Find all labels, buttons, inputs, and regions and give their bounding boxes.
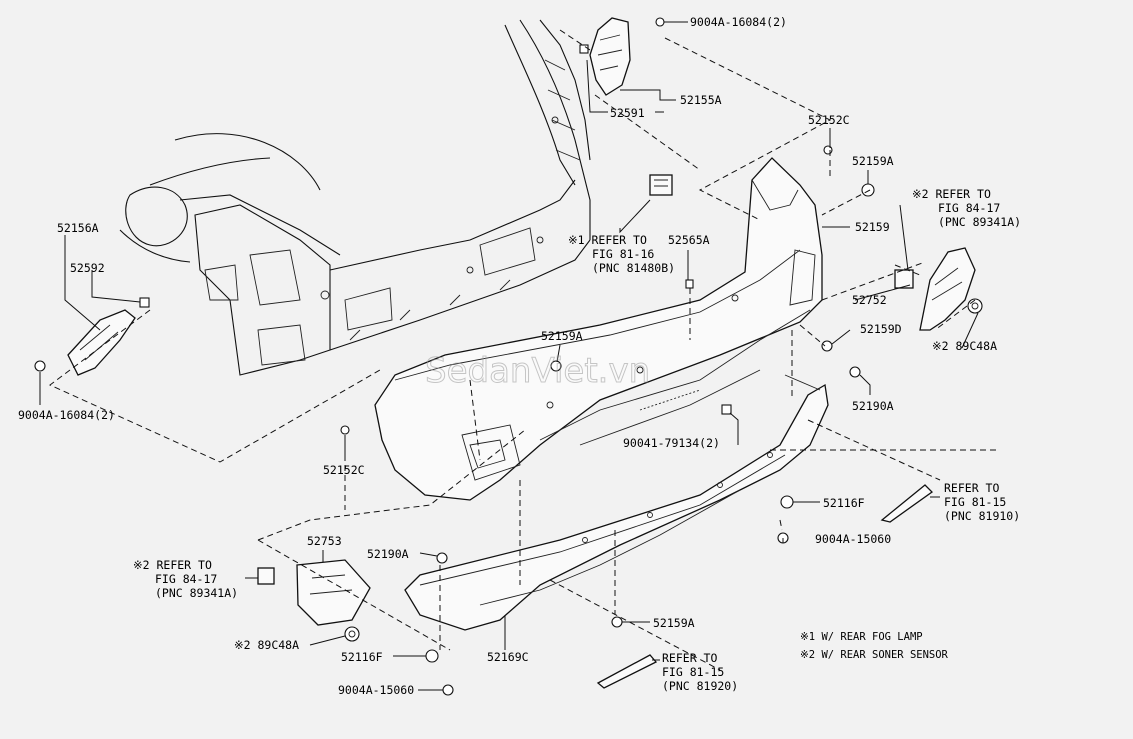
grommet-89c48a-left <box>344 626 360 642</box>
label-52752: 52752 <box>852 293 887 307</box>
sensor-bracket-52752 <box>919 247 976 331</box>
notes: ※1 W/ REAR FOG LAMP ※2 W/ REAR SONER SEN… <box>800 631 949 661</box>
label-52159a-mid: 52159A <box>541 329 583 343</box>
label-52159a-bottom: 52159A <box>653 616 695 630</box>
reflector-bottom <box>596 654 658 689</box>
label-52152c-mid: 52152C <box>323 463 365 477</box>
watermark: SedanViet.vn <box>425 351 650 391</box>
label-52159a-top: 52159A <box>852 154 894 168</box>
label-9004a-15060-left: 9004A-15060 <box>338 683 414 697</box>
label-ref81-15r-line1: REFER TO <box>944 481 999 495</box>
label-52159d: 52159D <box>860 322 902 336</box>
label-ref81-15b-line3: (PNC 81920) <box>662 679 738 693</box>
label-52159: 52159 <box>855 220 890 234</box>
label-ref2r-line1: ※2 REFER TO <box>912 187 991 201</box>
clip-52190a-left <box>436 552 448 564</box>
clip-52152c-top <box>823 145 833 155</box>
label-9004a-15060-right: 9004A-15060 <box>815 532 891 546</box>
label-ref81-15r-line2: FIG 81-15 <box>944 495 1006 509</box>
label-ref1-line2: FIG 81-16 <box>592 247 654 261</box>
nut-52116f-right <box>780 495 794 509</box>
clip-52159d <box>821 340 833 352</box>
label-ref2l-line1: ※2 REFER TO <box>133 558 212 572</box>
clip-52152c-mid <box>340 425 350 435</box>
label-52753: 52753 <box>307 534 342 548</box>
label-9004a-16084-top: 9004A-16084(2) <box>690 15 787 29</box>
sensor-left <box>257 567 275 585</box>
clip-52190a-right <box>849 366 861 378</box>
note-rear-sensor: ※2 W/ REAR SONER SENSOR <box>800 649 949 661</box>
clip-52591 <box>579 44 589 54</box>
lower-bumper-52169c <box>404 374 829 631</box>
label-ref2l-line2: FIG 84-17 <box>155 572 217 586</box>
label-52116f-right: 52116F <box>823 496 865 510</box>
label-ref2l-line3: (PNC 89341A) <box>155 586 238 600</box>
sensor-right <box>894 269 914 289</box>
sensor-bracket-52753 <box>296 559 371 626</box>
label-ref81-15r-line3: (PNC 81910) <box>944 509 1020 523</box>
label-ref2r-line2: FIG 84-17 <box>938 201 1000 215</box>
bracket-52155a <box>589 17 631 96</box>
label-ref81-15b-line2: FIG 81-15 <box>662 665 724 679</box>
clip-90041 <box>721 404 732 415</box>
bracket-52156a <box>67 309 136 376</box>
label-ref81-15b-line1: REFER TO <box>662 651 717 665</box>
bolt-52159a-bottom <box>611 616 623 628</box>
fog-lamp-connector <box>649 174 673 196</box>
leader-lines <box>39 21 979 691</box>
callout-labels: 9004A-16084(2) 52591 52155A 52152C 52159… <box>18 15 1021 697</box>
label-ref1-line3: (PNC 81480B) <box>592 261 675 275</box>
reflector-right <box>880 484 934 523</box>
rear-body-panel <box>119 19 591 376</box>
note-rear-fog-lamp: ※1 W/ REAR FOG LAMP <box>800 631 923 643</box>
label-ref2r-line3: (PNC 89341A) <box>938 215 1021 229</box>
label-89c48a-right: ※2 89C48A <box>932 339 997 353</box>
bolt-9004a-left <box>34 360 46 372</box>
label-89c48a-left: ※2 89C48A <box>234 638 299 652</box>
label-52565a: 52565A <box>668 233 710 247</box>
label-9004a-16084-left: 9004A-16084(2) <box>18 408 115 422</box>
bolt-9004a-15060-left <box>442 684 454 696</box>
label-90041-79134: 90041-79134(2) <box>623 436 720 450</box>
clip-52565a <box>685 279 694 289</box>
grommet-89c48a-right <box>967 298 983 314</box>
label-ref1-line1: ※1 REFER TO <box>568 233 647 247</box>
label-52190a-left: 52190A <box>367 547 409 561</box>
bolt-9004a-top <box>655 17 670 27</box>
bolt-52159a-top <box>861 183 875 197</box>
bolt-52159a-mid <box>550 360 562 372</box>
nut-52116f-left <box>425 649 439 663</box>
label-52592: 52592 <box>70 261 105 275</box>
bumper-cover-52159 <box>374 157 823 501</box>
label-52591: 52591 <box>610 106 645 120</box>
label-52152c-top: 52152C <box>808 113 850 127</box>
label-52116f-left: 52116F <box>341 650 383 664</box>
label-52156a: 52156A <box>57 221 99 235</box>
label-52169c: 52169C <box>487 650 529 664</box>
clip-52592 <box>139 297 150 308</box>
label-52155a: 52155A <box>680 93 722 107</box>
label-52190a-right: 52190A <box>852 399 894 413</box>
